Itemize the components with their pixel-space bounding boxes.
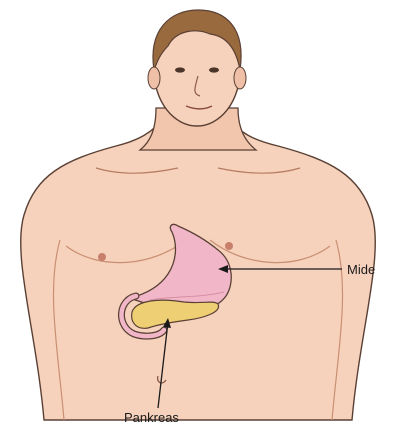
right-ear xyxy=(234,67,246,89)
pancreas-label: Pankreas xyxy=(124,410,179,425)
right-eye xyxy=(209,67,219,72)
left-eye xyxy=(175,67,185,72)
left-ear xyxy=(148,67,160,89)
stomach-label: Mide xyxy=(347,262,375,277)
left-nipple xyxy=(98,253,106,261)
right-nipple xyxy=(225,242,233,250)
